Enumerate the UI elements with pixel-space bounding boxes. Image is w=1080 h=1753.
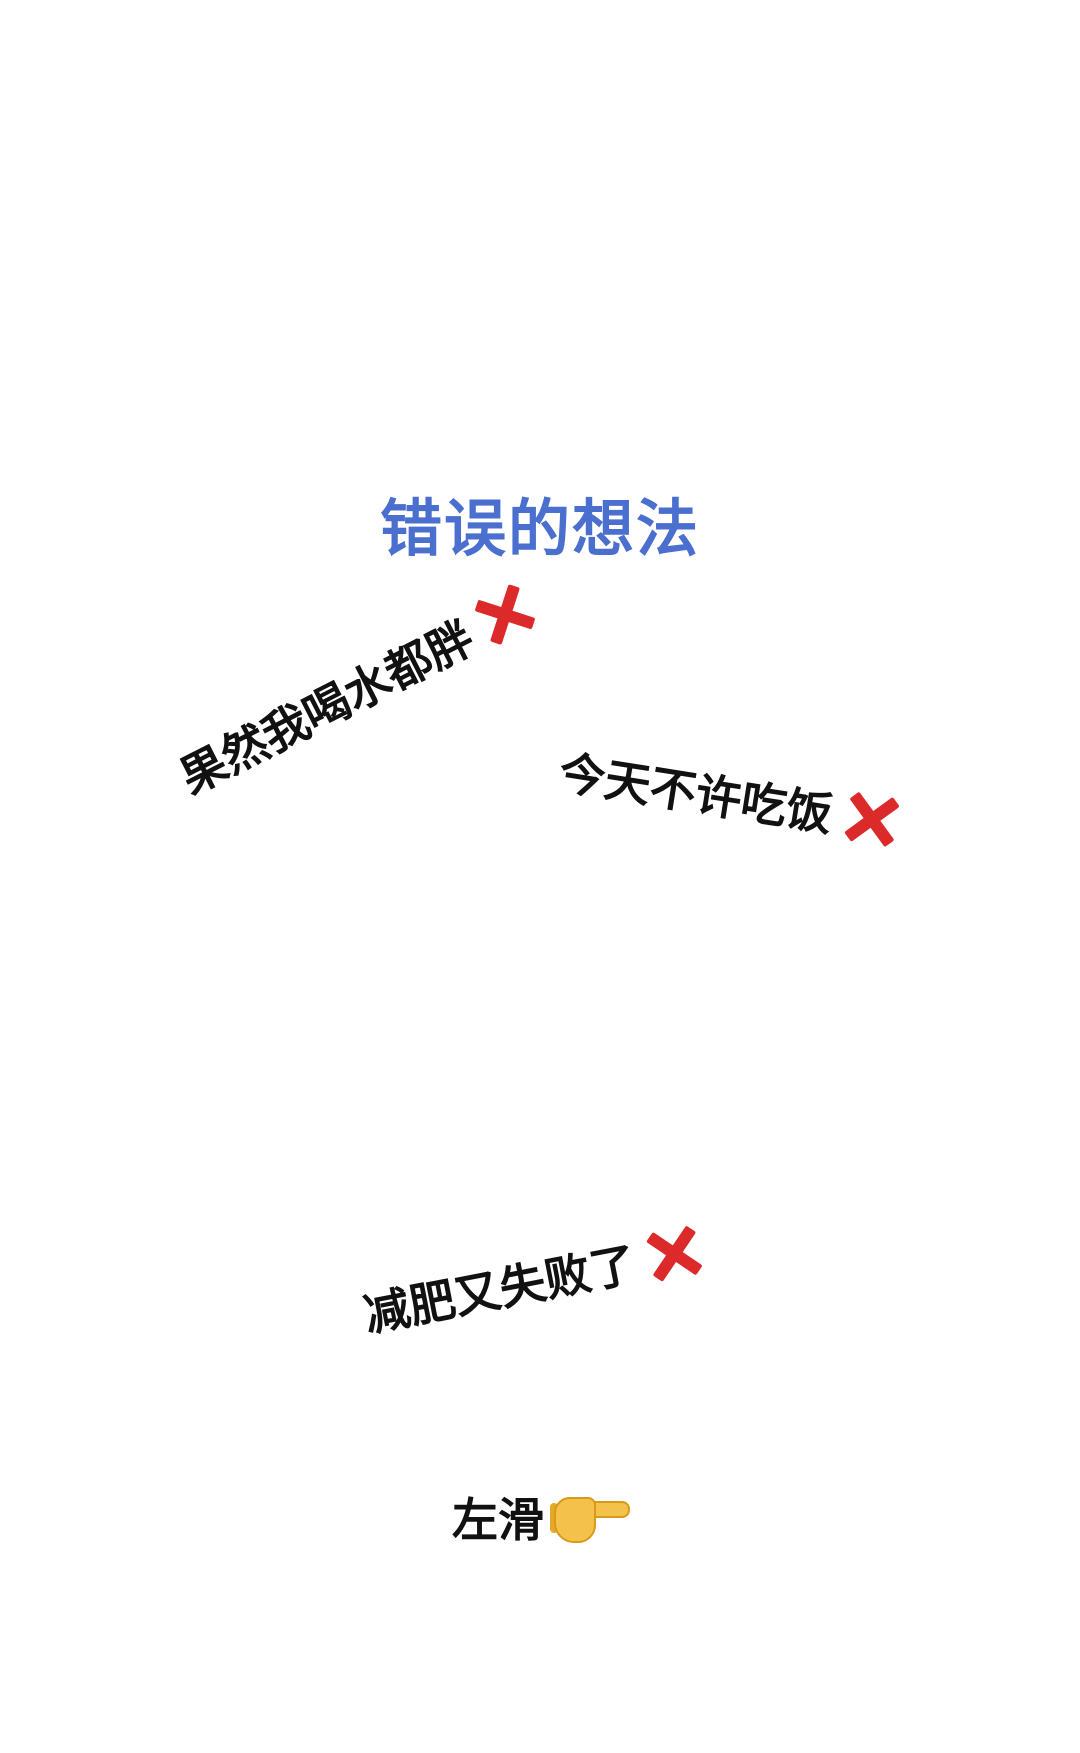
red-cross-icon bbox=[836, 783, 907, 854]
wrong-thought-2: 今天不许吃饭 bbox=[555, 736, 907, 855]
wrong-thought-1: 果然我喝水都胖 bbox=[167, 571, 546, 808]
wrong-thought-3: 减肥又失败了 bbox=[358, 1215, 710, 1346]
pointing-right-hand-icon bbox=[550, 1491, 630, 1543]
wrong-thought-text: 减肥又失败了 bbox=[359, 1236, 641, 1343]
red-cross-icon bbox=[637, 1217, 710, 1290]
swipe-hint-text: 左滑 bbox=[452, 1493, 544, 1547]
wrong-thought-text: 果然我喝水都胖 bbox=[171, 610, 483, 805]
swipe-left-hint[interactable]: 左滑 bbox=[0, 1484, 1080, 1550]
wrong-thought-text: 今天不许吃饭 bbox=[555, 745, 837, 842]
page-title: 错误的想法 bbox=[379, 492, 700, 565]
